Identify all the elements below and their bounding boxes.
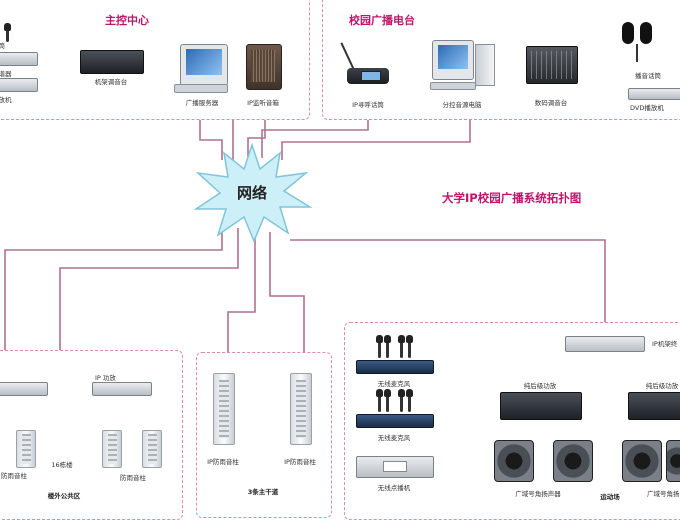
label-rack-console: 机架调音台	[94, 78, 128, 86]
link-zone-outdoor-2	[59, 228, 239, 350]
preamp-right-device	[628, 392, 680, 420]
ip-monitor-speaker-grill	[251, 50, 275, 82]
outdoor-speaker-right-1	[102, 430, 122, 468]
label-zone-sports: 运动场	[600, 493, 620, 501]
label-outdoor-speaker-left: 防雨音柱	[1, 472, 27, 480]
preamp-left-device	[500, 392, 582, 420]
link-main-1	[199, 118, 223, 160]
label-building: 16栋楼	[51, 461, 73, 469]
horn-speaker-3	[622, 440, 662, 482]
control-pc-keyboard	[430, 82, 476, 90]
broadcast-mic-device-1	[622, 22, 634, 44]
link-main-3	[247, 118, 266, 160]
link-zone-road-2	[269, 232, 305, 352]
outdoor-amp-left	[0, 382, 48, 396]
label-wireless-mic-1: 无线麦克风	[377, 380, 411, 388]
studio-title: 校园广播电台	[349, 14, 415, 27]
label-road-speaker-left: IP防雨音柱	[207, 458, 239, 466]
network-label: 网络	[236, 184, 267, 202]
label-wireless-mic-2: 无线麦克风	[377, 434, 411, 442]
mixer-device	[526, 46, 578, 84]
sports-ip-rack	[565, 336, 645, 352]
link-studio-2	[281, 118, 471, 160]
label-preamp-right: 纯后级功放	[645, 382, 679, 390]
link-zone-sports	[290, 239, 606, 324]
rack-console-device	[80, 50, 144, 74]
outdoor-speaker-right-2	[142, 430, 162, 468]
main-control-title: 主控中心	[105, 14, 149, 27]
network-hub	[193, 143, 312, 243]
horn-speaker-2	[553, 440, 593, 482]
horn-speaker-1	[494, 440, 534, 482]
road-speaker-left	[213, 373, 235, 445]
server-keyboard	[174, 84, 228, 93]
label-player: 播放机	[0, 96, 12, 104]
link-zone-road-1	[227, 232, 256, 352]
link-studio-1	[261, 118, 369, 158]
outdoor-speaker-left	[16, 430, 36, 468]
label-preamp-left: 纯后级功放	[523, 382, 557, 390]
dvd-device	[628, 88, 680, 100]
outdoor-amp-right	[92, 382, 152, 396]
label-server: 广播服务器	[185, 99, 219, 107]
label-control-pc: 分控音源电脑	[442, 101, 482, 109]
control-pc-monitor	[432, 40, 474, 80]
diagram-title: 大学IP校园广播系统拓扑图	[442, 191, 582, 205]
wireless-mic-set-2	[356, 389, 434, 428]
label-zone-outdoor: 楼外公共区	[47, 492, 81, 500]
server-monitor	[180, 44, 228, 86]
label-tuner: 调谐器	[0, 70, 12, 78]
wireless-mic-set-1	[356, 335, 434, 374]
broadcast-mic-device-2	[640, 22, 652, 44]
label-horn-left: 广域号角扬声器	[515, 490, 561, 498]
road-speaker-right	[290, 373, 312, 445]
label-ip-amp: IP 功放	[95, 374, 116, 382]
label-mixer: 数码调音台	[534, 99, 568, 107]
wireless-player-device	[356, 456, 434, 478]
link-zone-outdoor	[4, 224, 223, 350]
horn-speaker-4	[666, 440, 680, 482]
label-road-speaker-right: IP防雨音柱	[284, 458, 316, 466]
label-outdoor-speaker-right: 防雨音柱	[120, 474, 146, 482]
label-monitor-speaker: IP监听音箱	[247, 99, 279, 107]
label-broadcast-mic: 播音话筒	[635, 72, 661, 80]
broadcast-mic-stand	[636, 44, 638, 62]
label-wireless-player: 无线点播机	[377, 484, 411, 492]
label-sports-rack: IP机架终	[652, 340, 678, 348]
label-zone-road: 3条主干道	[247, 488, 279, 496]
studio-panel: 校园广播电台	[322, 0, 680, 120]
label-paging-mic: IP寻呼话筒	[352, 101, 384, 109]
label-mic: 话筒	[0, 42, 5, 50]
label-dvd: DVD播放机	[630, 104, 664, 112]
label-horn-right: 广域号角扬	[647, 490, 680, 498]
control-pc-tower	[475, 44, 495, 86]
